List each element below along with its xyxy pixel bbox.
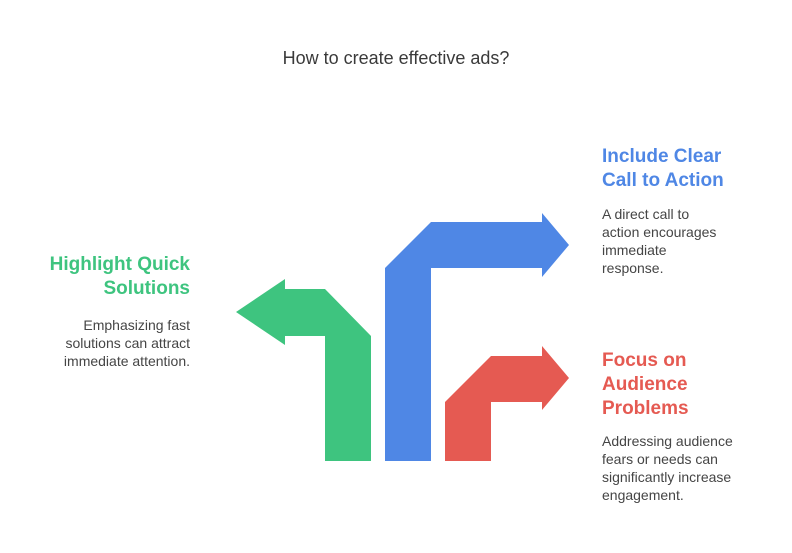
blue-arrow	[385, 213, 569, 461]
heading-line: Call to Action	[602, 170, 724, 191]
description-line: engagement.	[602, 487, 684, 503]
description-line: action encourages	[602, 224, 717, 240]
description-line: immediate	[602, 242, 667, 258]
heading-line: Include Clear	[602, 146, 722, 167]
description-line: immediate attention.	[63, 353, 190, 369]
heading-line: Problems	[602, 398, 689, 419]
description-call-to-action: A direct call to action encourages immed…	[602, 205, 752, 277]
description-line: response.	[602, 260, 664, 276]
heading-line: Solutions	[103, 278, 190, 299]
description-audience-problems: Addressing audience fears or needs can s…	[602, 432, 752, 504]
description-quick-solutions: Emphasizing fast solutions can attract i…	[0, 316, 190, 370]
green-arrow	[236, 279, 371, 461]
heading-line: Audience	[602, 374, 688, 395]
description-line: solutions can attract	[65, 335, 190, 351]
description-line: fears or needs can	[602, 451, 718, 467]
heading-quick-solutions: Highlight Quick Solutions	[0, 253, 190, 301]
description-line: A direct call to	[602, 206, 690, 222]
heading-audience-problems: Focus on Audience Problems	[602, 349, 792, 421]
heading-call-to-action: Include Clear Call to Action	[602, 145, 792, 193]
heading-line: Highlight Quick	[49, 254, 190, 275]
page-title: How to create effective ads?	[282, 48, 510, 68]
heading-line: Focus on	[602, 350, 687, 371]
description-line: Addressing audience	[602, 433, 733, 449]
description-line: significantly increase	[602, 469, 732, 485]
red-arrow	[445, 346, 569, 461]
description-line: Emphasizing fast	[83, 317, 190, 333]
